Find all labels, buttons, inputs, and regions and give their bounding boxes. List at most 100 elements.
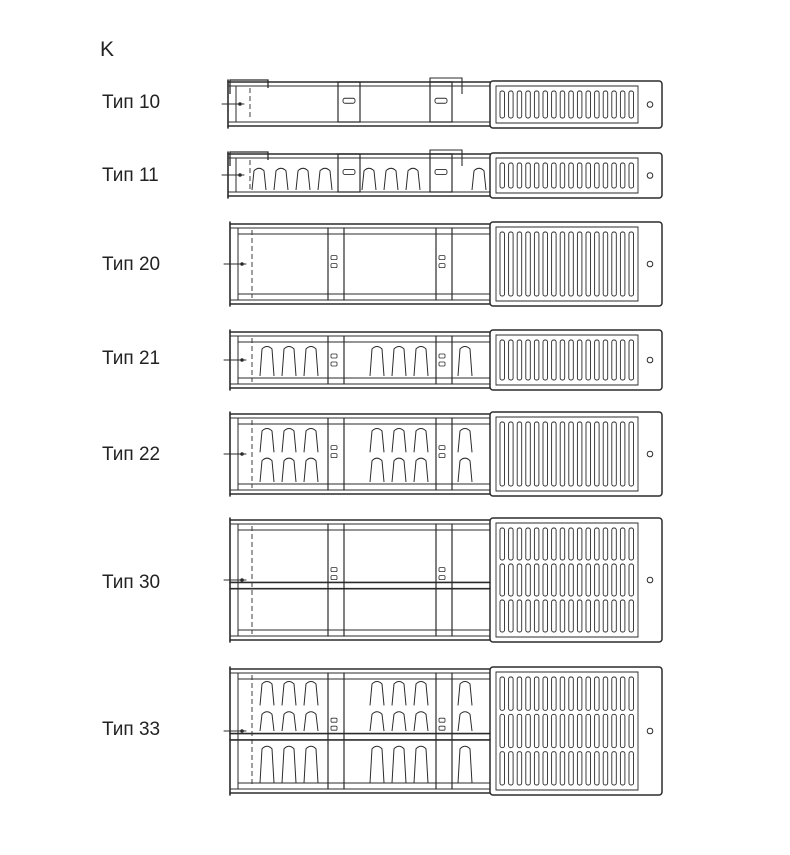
grille-slot (509, 600, 513, 632)
grille-slot (509, 677, 513, 710)
grille-slot (586, 752, 591, 785)
grille-slot (526, 91, 531, 118)
grille-slot (620, 91, 625, 118)
grille-slot (552, 677, 557, 710)
radiator-type-33 (224, 667, 662, 795)
grille-slot (603, 340, 608, 380)
grille-slot (534, 163, 539, 188)
grille-slot (509, 422, 513, 486)
grille-slot (560, 163, 565, 188)
convector-fin-top (392, 682, 406, 706)
grille-slot (560, 752, 565, 785)
grille-slot (552, 340, 557, 380)
row-label-type-30: Тип 30 (102, 572, 161, 593)
grille-cover (490, 153, 662, 198)
grille-slot (560, 91, 565, 118)
grille-slot (534, 752, 539, 785)
grille-slot (543, 752, 548, 785)
grille-slot (577, 232, 582, 296)
convector-fin (406, 168, 420, 190)
grille-slot (500, 340, 505, 380)
grille-slot (595, 422, 600, 486)
grille-slot (603, 163, 608, 188)
convector-fin-upper (370, 429, 384, 453)
grille-slot (534, 714, 539, 747)
grille-frame (496, 417, 638, 491)
grille-slot (569, 528, 574, 560)
convector-fin-mid (304, 712, 318, 731)
cap-screw (647, 173, 653, 179)
grille-cover (490, 518, 662, 642)
grille-slot (577, 422, 582, 486)
grille-slot (500, 163, 505, 188)
convector-fin-bottom (370, 746, 384, 783)
grille-slot (595, 232, 600, 296)
radiator-type-10 (222, 78, 662, 128)
grille-slot (517, 528, 522, 560)
bracket-slot (439, 354, 445, 358)
grille-slot (552, 564, 557, 596)
convector-fin-upper (392, 429, 406, 453)
grille-slot (586, 340, 591, 380)
grille-slot (586, 564, 591, 596)
mounting-bracket (338, 154, 360, 192)
grille-slot (595, 528, 600, 560)
grille-slot (612, 600, 617, 632)
grille-cover (490, 330, 662, 390)
grille-slot (526, 528, 531, 560)
mounting-bracket (430, 82, 452, 122)
grille-slot (595, 752, 600, 785)
grille-slot (509, 528, 513, 560)
grille-slot (552, 752, 557, 785)
grille-slot (612, 422, 617, 486)
grille-slot (595, 714, 600, 747)
row-label-type-21: Тип 21 (102, 348, 161, 369)
cap-screw (647, 451, 653, 457)
grille-slot (534, 232, 539, 296)
convector-fin (472, 168, 486, 190)
grille-frame (496, 672, 638, 790)
bracket-slot (331, 726, 337, 730)
grille-slot (509, 232, 513, 296)
grille-slot (552, 163, 557, 188)
grille-slot (534, 564, 539, 596)
grille-slot (500, 752, 505, 785)
grille-slot (629, 714, 634, 747)
row-label-type-33: Тип 33 (102, 719, 161, 740)
grille-slot (595, 600, 600, 632)
grille-slot (577, 714, 582, 747)
grille-slot (612, 340, 617, 380)
grille-slot (517, 422, 522, 486)
grille-slot (620, 752, 625, 785)
grille-slot (603, 677, 608, 710)
grille-slot (560, 600, 565, 632)
grille-slot (629, 91, 634, 118)
grille-slot (543, 232, 548, 296)
grille-slot (552, 528, 557, 560)
grille-slot (586, 232, 591, 296)
convector-fin-top (304, 682, 318, 706)
convector-fin-mid (392, 712, 406, 731)
hanging-hook (430, 78, 462, 94)
convector-fin (318, 168, 332, 190)
grille-slot (517, 752, 522, 785)
grille-slot (620, 340, 625, 380)
grille-slot (526, 677, 531, 710)
grille-slot (560, 232, 565, 296)
inlet-arrow-dot (238, 102, 242, 106)
grille-slot (603, 752, 608, 785)
grille-slot (586, 91, 591, 118)
grille-slot (603, 422, 608, 486)
convector-fin-mid (260, 712, 274, 731)
grille-slot (517, 340, 522, 380)
bracket-slot (439, 264, 445, 268)
grille-slot (543, 528, 548, 560)
bracket-slot (439, 362, 445, 366)
hanging-hook (230, 80, 268, 94)
convector-fin-lower (392, 458, 406, 482)
grille-slot (612, 91, 617, 118)
grille-slot (560, 564, 565, 596)
grille-slot (560, 528, 565, 560)
inlet-arrow-dot (240, 452, 244, 456)
convector-fin-mid (282, 712, 296, 731)
